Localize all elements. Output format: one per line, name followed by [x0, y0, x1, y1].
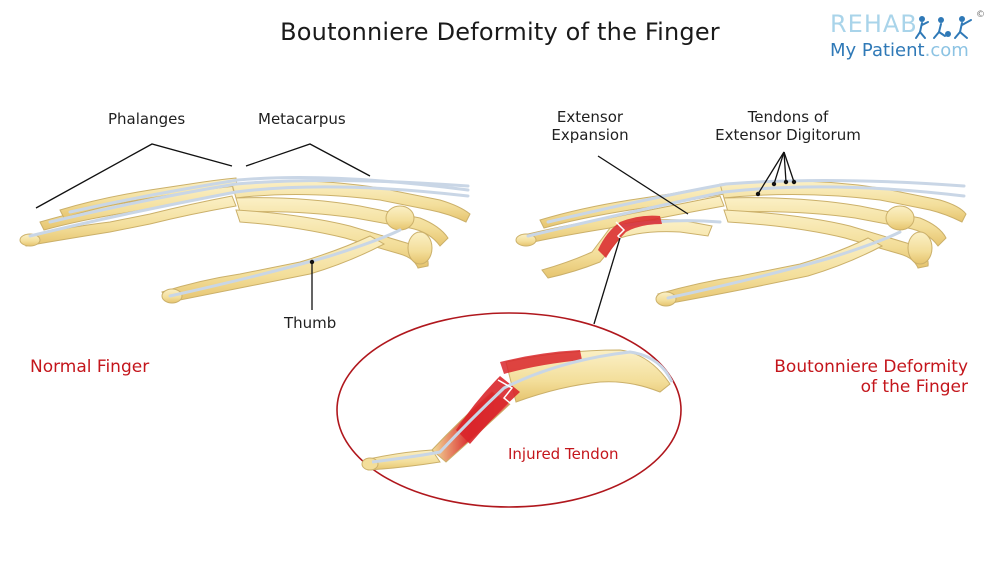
deformity-hand-drawing: [515, 178, 967, 307]
rehab-my-patient-logo[interactable]: REHAB © My Patient.com: [830, 10, 990, 66]
label-metacarpus: Metacarpus: [258, 110, 346, 128]
copyright-mark: ©: [976, 10, 985, 20]
label-deformity-line1: Boutonniere Deformity: [774, 357, 968, 377]
logo-line-2-main: My Patient: [830, 40, 925, 61]
normal-hand-drawing: [19, 176, 471, 304]
label-thumb: Thumb: [284, 314, 337, 332]
label-normal-finger: Normal Finger: [30, 357, 150, 377]
logo-line-2: My Patient.com: [830, 40, 969, 61]
label-phalanges: Phalanges: [108, 110, 186, 128]
logo-line-1: REHAB: [830, 10, 918, 38]
exercise-figures-icon: [915, 16, 972, 39]
label-tendons-extensor-digitorum: Tendons of Extensor Digitorum: [706, 108, 870, 144]
label-boutonniere-deformity: Boutonniere Deformity of the Finger: [760, 357, 968, 397]
injury-zoom-circle: [336, 312, 682, 508]
label-injured-tendon: Injured Tendon: [508, 445, 619, 463]
logo-line-2-tld: .com: [924, 40, 969, 61]
label-tendons-line2: Extensor Digitorum: [715, 126, 861, 144]
label-extensor-expansion-line1: Extensor: [556, 108, 624, 126]
label-extensor-expansion-line2: Expansion: [551, 126, 629, 144]
page-title: Boutonniere Deformity of the Finger: [280, 18, 720, 46]
label-extensor-expansion: Extensor Expansion: [548, 108, 632, 144]
label-deformity-line2: of the Finger: [860, 377, 968, 397]
label-tendons-line1: Tendons of: [747, 108, 829, 126]
